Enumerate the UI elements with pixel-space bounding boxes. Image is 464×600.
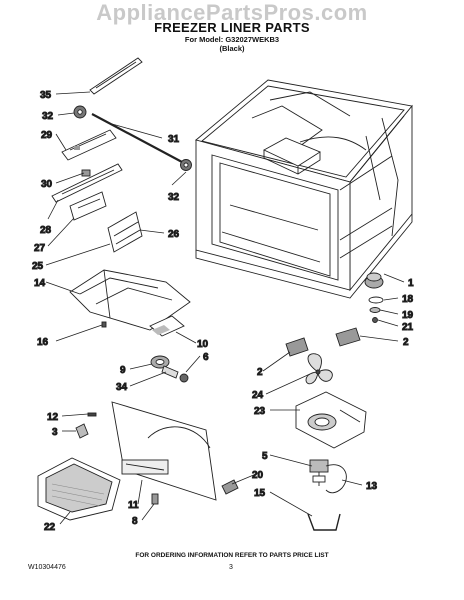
callout-18: 18 <box>402 294 414 305</box>
watermark: AppliancePartsPros.com <box>96 0 368 25</box>
callout-22: 22 <box>44 522 56 533</box>
part-19-bushing <box>369 307 381 313</box>
callout-10: 10 <box>197 339 209 350</box>
part-18-washer <box>368 296 384 304</box>
callout-27: 27 <box>34 243 46 254</box>
part-10-foam <box>149 315 185 337</box>
callout-13: 13 <box>366 481 378 492</box>
part-35-rail <box>89 57 143 95</box>
part-8-clip <box>151 493 159 505</box>
ordering-note: FOR ORDERING INFORMATION REFER TO PARTS … <box>135 552 329 559</box>
part-32-gear-right <box>180 159 192 171</box>
part-29-bracket <box>61 129 117 161</box>
page-title: FREEZER LINER PARTS <box>154 20 310 35</box>
page-number: 3 <box>229 564 233 571</box>
callout-32-right: 32 <box>168 192 180 203</box>
callout-26: 26 <box>168 229 180 240</box>
part-2-pad-left <box>285 337 309 357</box>
part-24-fan-blade <box>305 353 333 385</box>
callout-6: 6 <box>203 352 209 363</box>
callout-31: 31 <box>168 134 180 145</box>
callout-23: 23 <box>254 406 266 417</box>
callout-14: 14 <box>34 278 46 289</box>
callout-labels: 35 32 29 30 28 27 25 14 16 31 32 26 10 9… <box>32 90 415 534</box>
part-31-rod <box>91 113 183 163</box>
callout-32-top: 32 <box>42 111 54 122</box>
part-28-slide <box>51 163 123 203</box>
callout-16: 16 <box>37 337 49 348</box>
part-34-bulb <box>161 365 179 379</box>
freezer-liner <box>195 79 413 299</box>
callout-15: 15 <box>254 488 266 499</box>
part-evaporator-panel <box>111 401 217 501</box>
callout-34: 34 <box>116 382 128 393</box>
part-2-pad-right <box>335 327 361 347</box>
callout-9: 9 <box>120 365 126 376</box>
callout-30: 30 <box>41 179 53 190</box>
callout-35: 35 <box>40 90 52 101</box>
part-21-screw <box>372 317 378 323</box>
callout-12: 12 <box>47 412 59 423</box>
part-22-grille <box>37 457 121 521</box>
part-6-clip <box>179 373 189 383</box>
part-16-screw <box>101 321 107 328</box>
part-27-bracket <box>69 191 107 221</box>
callout-19: 19 <box>402 310 414 321</box>
part-30-clip <box>81 169 91 177</box>
callout-1: 1 <box>408 278 414 289</box>
callout-29: 29 <box>41 130 53 141</box>
part-13-harness <box>325 464 347 494</box>
part-12-screw <box>87 412 97 417</box>
model-variant: (Black) <box>219 44 245 53</box>
part-1-fan <box>364 272 384 289</box>
model-line: For Model: G32027WEKB3 <box>184 35 280 44</box>
document-number: W10304476 <box>28 564 66 571</box>
part-32-gear <box>73 105 87 119</box>
callout-24: 24 <box>252 390 264 401</box>
callout-21: 21 <box>402 322 414 333</box>
part-23-fan-shroud <box>295 391 367 449</box>
part-26-bracket <box>107 211 143 253</box>
callout-2-left: 2 <box>257 367 263 378</box>
part-5-motor <box>309 459 329 486</box>
callout-20: 20 <box>252 470 264 481</box>
part-9-heater <box>150 355 170 369</box>
leader-lines <box>45 91 405 525</box>
callout-8: 8 <box>132 516 138 527</box>
callout-5: 5 <box>262 451 268 462</box>
callout-28: 28 <box>40 225 52 236</box>
part-14-evaporator-cover <box>69 269 191 331</box>
part-15-bracket <box>307 513 341 531</box>
callout-25: 25 <box>32 261 44 272</box>
callout-2-right: 2 <box>403 337 409 348</box>
part-3-bracket <box>75 423 89 439</box>
callout-3: 3 <box>52 427 58 438</box>
callout-11: 11 <box>128 500 139 511</box>
